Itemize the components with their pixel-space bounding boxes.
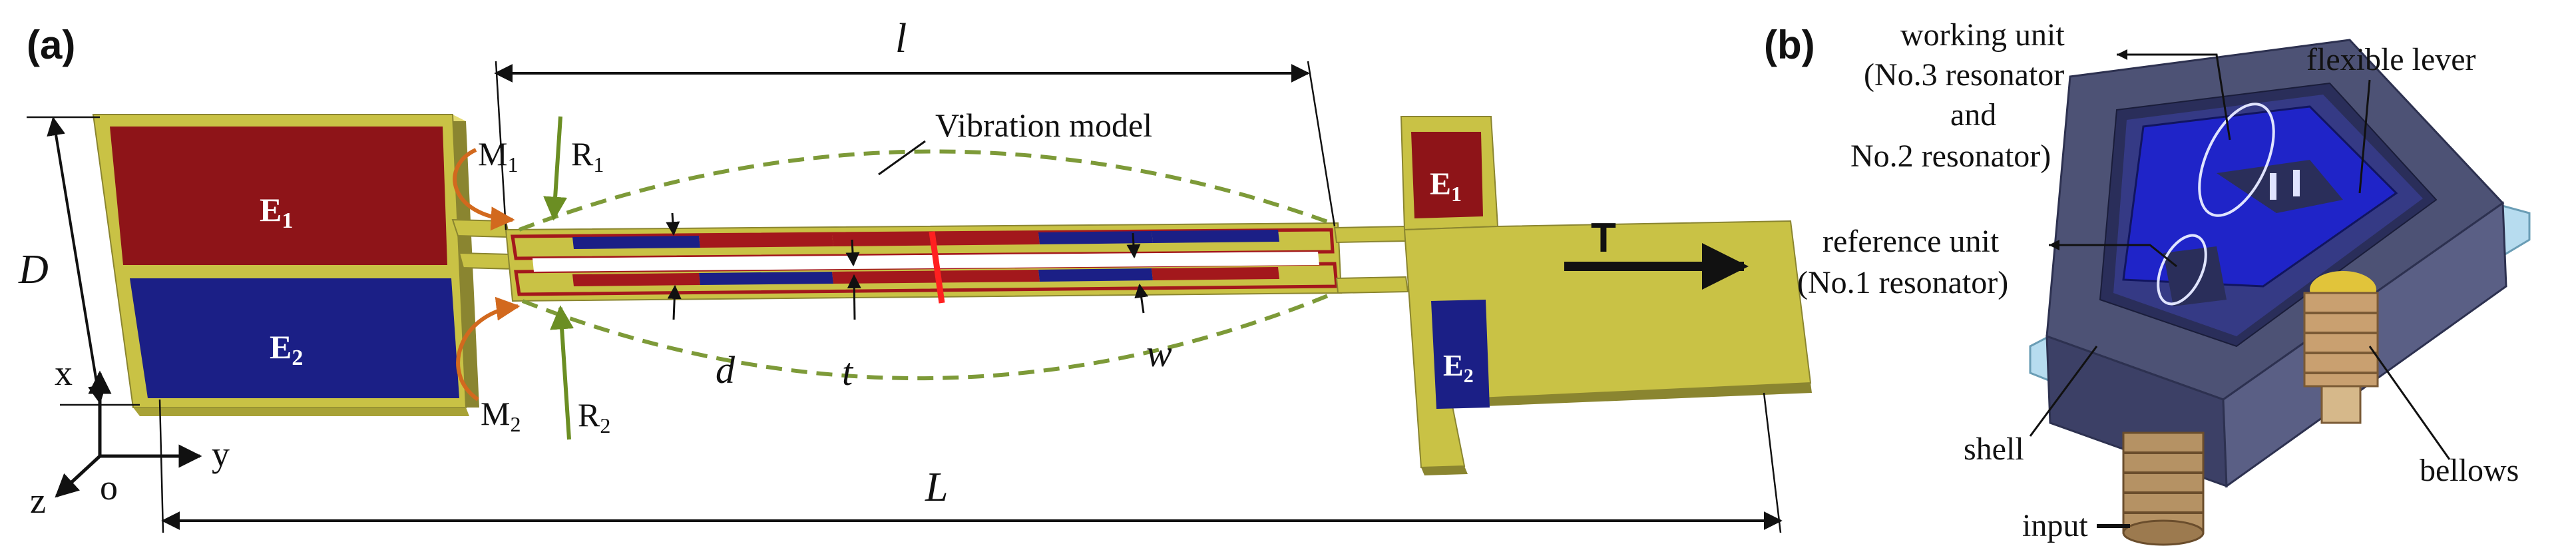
working-unit-label-4: No.2 resonator) — [1850, 139, 2051, 174]
tension-label: T — [1591, 215, 1616, 261]
flexible-lever-leader — [2358, 79, 2371, 194]
reference-unit-leader — [2049, 244, 2177, 268]
panel-b-label: (b) — [1764, 23, 1815, 67]
working-unit-label-1: working unit — [1900, 17, 2065, 53]
coordinate-axes: x y z o — [30, 353, 230, 521]
dimension-D-label: D — [18, 247, 49, 292]
reaction-r1-label: R1 — [571, 135, 604, 176]
moment-m1-label: M1 — [478, 135, 518, 176]
vibration-leader — [878, 140, 926, 176]
moment-m2-label: M2 — [481, 395, 521, 436]
vibration-curve-lower — [521, 291, 1336, 380]
axis-x-label: x — [55, 353, 73, 393]
left-anchor-block — [92, 114, 479, 416]
bellows — [2303, 292, 2379, 424]
dimension-l-label: l — [895, 16, 907, 61]
right-electrode-e2 — [1431, 300, 1490, 409]
shell-leader — [2029, 346, 2098, 437]
left-e1-label: E1 — [260, 191, 293, 233]
dimension-L-label: L — [925, 465, 948, 510]
working-unit-label-2: (No.3 resonator — [1864, 57, 2064, 93]
bellows-leader — [2368, 346, 2451, 460]
working-unit-label-3: and — [1950, 97, 1996, 133]
right-electrode-e1 — [1411, 132, 1483, 218]
vibration-model-label: Vibration model — [935, 107, 1152, 144]
axis-origin-label: o — [100, 467, 118, 507]
input-label: input — [2022, 508, 2088, 543]
right-e1-label: E1 — [1430, 166, 1462, 206]
dimension-w-label: w — [1146, 332, 1172, 375]
left-electrode-e1 — [110, 127, 447, 265]
bellows-label: bellows — [2420, 453, 2519, 488]
reaction-r2-arrow — [550, 305, 574, 440]
reference-unit-label-1: reference unit — [1823, 224, 2000, 259]
flexible-lever-label: flexible lever — [2306, 42, 2476, 77]
dimension-t-label: t — [842, 350, 854, 394]
dimension-d-label: d — [716, 348, 736, 392]
right-e2-label: E2 — [1443, 348, 1474, 387]
input-connector — [2122, 431, 2205, 546]
moment-m1-arrow — [453, 148, 515, 231]
reference-unit-label-2: (No.1 resonator) — [1797, 265, 2008, 300]
moment-m2-arrow — [456, 296, 521, 402]
reaction-r1-arrow — [543, 116, 568, 221]
panel-b: (b) — [1764, 17, 2531, 546]
panel-a: (a) E1 E2 — [18, 16, 1812, 533]
center-mark — [929, 231, 945, 304]
left-e2-label: E2 — [270, 328, 303, 370]
vibration-curve-upper — [518, 149, 1333, 232]
axis-z-label: z — [30, 481, 46, 521]
right-anchor-block — [1400, 116, 1812, 475]
reaction-r2-label: R2 — [578, 396, 610, 437]
working-unit-leader — [2117, 53, 2231, 140]
dimension-d-upper-line — [47, 117, 107, 404]
shell-label: shell — [1964, 431, 2024, 467]
panel-a-label: (a) — [27, 23, 75, 67]
shell-box — [2045, 39, 2507, 488]
resonator-beams — [505, 222, 1343, 304]
left-electrode-e2 — [130, 278, 459, 398]
axis-y-label: y — [212, 434, 230, 474]
